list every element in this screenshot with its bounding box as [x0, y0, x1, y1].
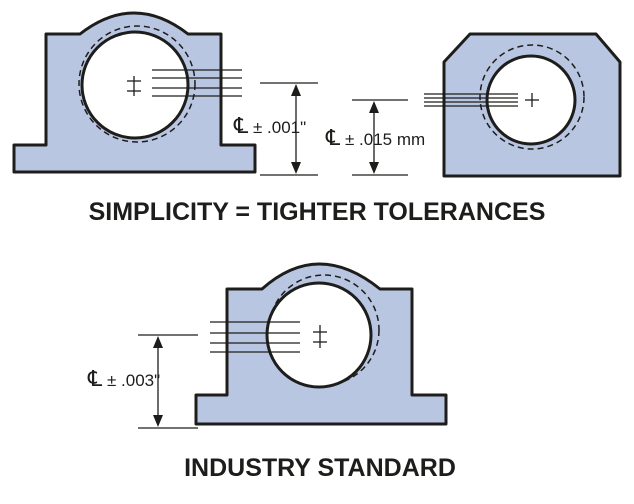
arrow-up-top-right	[369, 101, 379, 113]
pillow-block-top-right	[424, 32, 622, 178]
tolerance-label-bottom: ± .003"	[107, 371, 160, 390]
heading-simplicity: SIMPLICITY = TIGHTER TOLERANCES	[89, 198, 546, 226]
centerline-symbol-bottom: ℄	[87, 366, 103, 391]
centerline-symbol-right: ℄	[325, 125, 341, 150]
arrow-up-top-left	[291, 84, 301, 96]
centerline-symbol-left: ℄	[233, 113, 249, 138]
dimension-top-right: ℄ ± .015 mm	[325, 99, 425, 176]
bore-top-left	[80, 30, 190, 140]
arrow-down-top-right	[369, 162, 379, 174]
pillow-block-top-left	[12, 11, 257, 174]
tolerance-label-left: ± .001"	[253, 118, 306, 137]
tolerance-label-right: ± .015 mm	[345, 130, 425, 149]
arrow-down-top-left	[291, 162, 301, 174]
dimension-top-left: ℄ ± .001"	[233, 82, 318, 176]
pillow-block-bottom	[194, 262, 448, 426]
dimension-bottom: ℄ ± .003"	[87, 334, 198, 429]
arrow-down-bottom	[153, 415, 163, 427]
heading-industry-standard: INDUSTRY STANDARD	[184, 454, 456, 482]
dashed-circle-top-left	[78, 25, 196, 143]
arrow-up-bottom	[153, 336, 163, 348]
bore-bottom	[265, 281, 373, 389]
dashed-circle-top-right	[479, 44, 585, 150]
